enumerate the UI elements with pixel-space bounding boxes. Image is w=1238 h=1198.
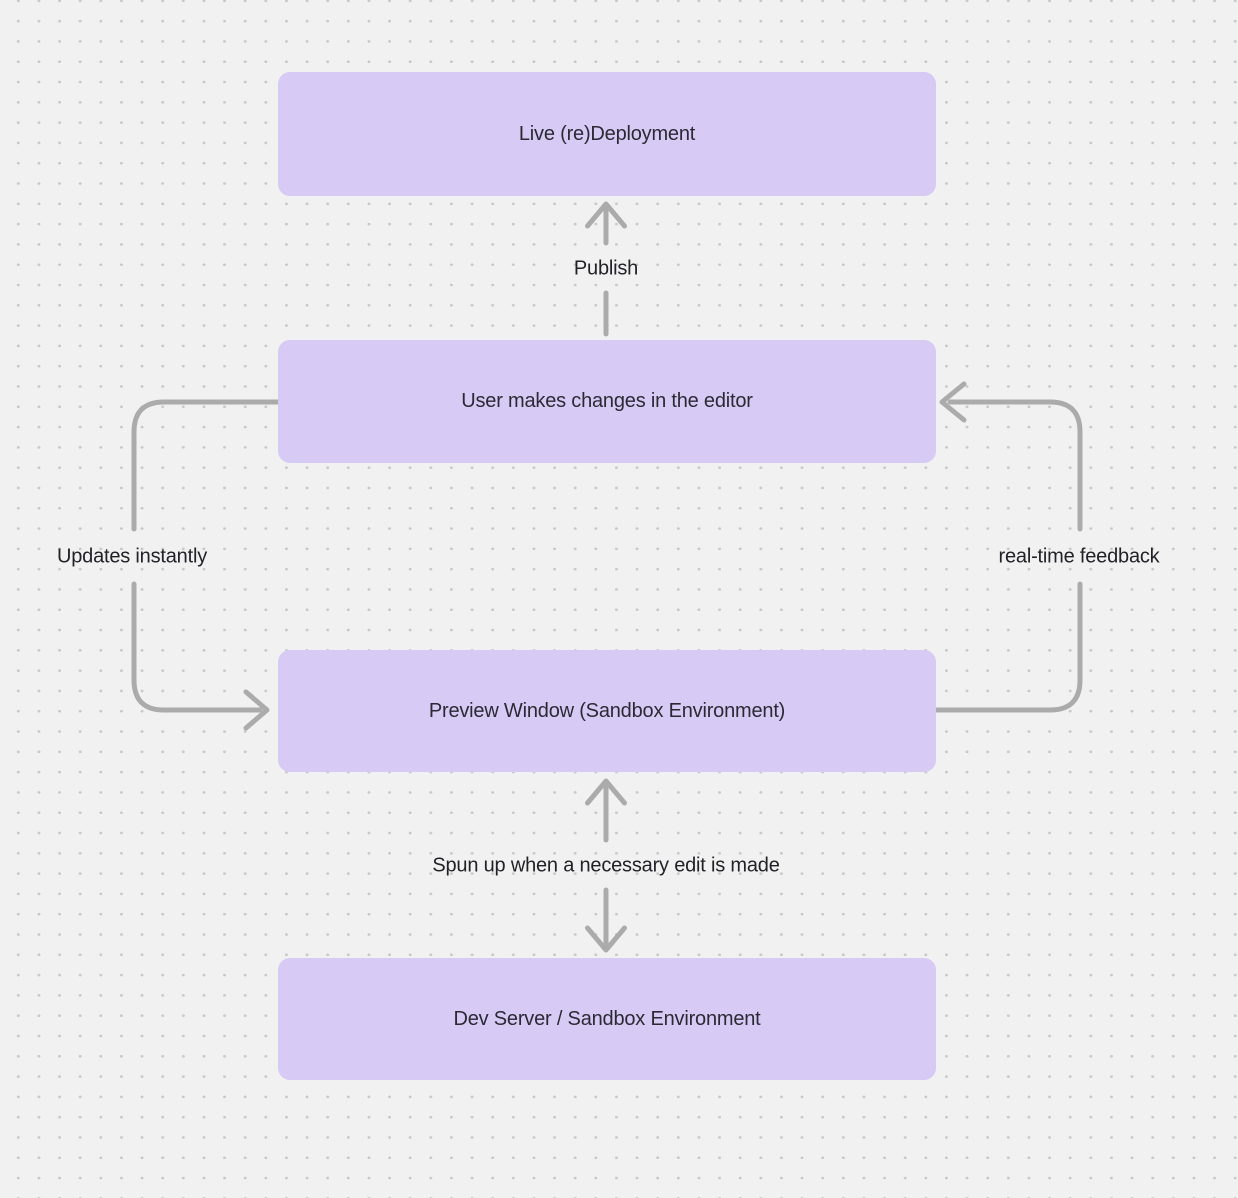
node-preview-window[interactable]: Preview Window (Sandbox Environment): [278, 650, 936, 772]
arrowhead-down-icon: [585, 925, 627, 953]
arrowhead-up-icon: [585, 201, 627, 229]
arrowhead-up-icon: [585, 778, 627, 806]
arrowhead-left-icon: [939, 381, 967, 423]
edge-publish-arrow[interactable]: [585, 201, 627, 337]
arrow-shaft: [131, 399, 281, 532]
edge-updates-instantly-arrow[interactable]: [131, 399, 281, 731]
node-label: User makes changes in the editor: [461, 390, 753, 412]
edge-label-updates-instantly[interactable]: Updates instantly: [56, 545, 208, 568]
edge-real-time-feedback-arrow[interactable]: [933, 381, 1083, 713]
arrow-shaft: [947, 399, 1083, 532]
edge-label-real-time-feedback[interactable]: real-time feedback: [998, 545, 1160, 568]
arrowhead-right-icon: [243, 689, 270, 731]
node-live-redeployment[interactable]: Live (re)Deployment: [278, 72, 936, 196]
edge-spun-up-arrow[interactable]: [585, 778, 627, 953]
node-label: Preview Window (Sandbox Environment): [428, 699, 786, 722]
node-dev-server[interactable]: Dev Server / Sandbox Environment: [278, 958, 936, 1080]
node-label: Dev Server / Sandbox Environment: [453, 1007, 761, 1030]
edge-label-publish[interactable]: Publish: [573, 257, 639, 280]
arrow-shaft: [933, 581, 1083, 713]
node-label: Live (re)Deployment: [518, 122, 696, 145]
arrow-shaft: [131, 581, 263, 713]
node-user-editor-changes[interactable]: User makes changes in the editor: [278, 340, 936, 463]
edge-label-spun-up[interactable]: Spun up when a necessary edit is made: [432, 854, 780, 877]
